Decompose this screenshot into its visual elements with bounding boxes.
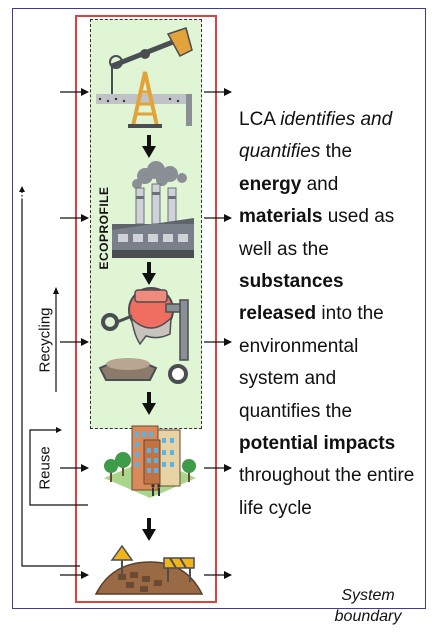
input-arrows — [60, 88, 89, 579]
lca-text-part: the — [320, 141, 353, 163]
concrete-mixer-icon — [98, 287, 189, 384]
recycling-loop — [19, 186, 80, 567]
recycling-label: Recycling — [36, 307, 54, 373]
lca-text-identifies: identifies — [280, 109, 356, 130]
lca-text-part: used as well as the — [239, 206, 395, 260]
lca-text-part: throughout the entire life cycle — [239, 465, 415, 519]
output-arrows — [204, 88, 232, 579]
lca-text-part: into the environmental system and quanti… — [239, 303, 384, 422]
recycling-bracket — [53, 287, 59, 392]
system-boundary-frame — [12, 8, 426, 609]
lca-text-part: LCA — [239, 109, 281, 130]
reuse-label: Reuse — [36, 446, 54, 490]
lca-text-energy: energy — [239, 173, 302, 195]
lca-text-substances-released: substances released — [239, 271, 344, 325]
buildings-icon — [104, 425, 196, 498]
demolition-debris-icon — [94, 544, 204, 595]
lca-text-potential-impacts: potential impacts — [239, 433, 396, 455]
lca-description: LCA identifies and quantifies the energy… — [239, 104, 419, 525]
life-cycle-box — [75, 15, 217, 603]
system-boundary-label: System boundary — [334, 587, 402, 625]
lca-text-materials: materials — [239, 206, 323, 228]
oil-pump-jack-icon — [96, 27, 193, 128]
reuse-bracket — [29, 427, 88, 506]
lca-text-quantifies: and quantifies — [239, 109, 393, 163]
ecoprofile-label: ECOPROFILE — [97, 186, 111, 270]
lca-text-part: and — [301, 173, 339, 195]
factory-icon — [112, 161, 194, 258]
